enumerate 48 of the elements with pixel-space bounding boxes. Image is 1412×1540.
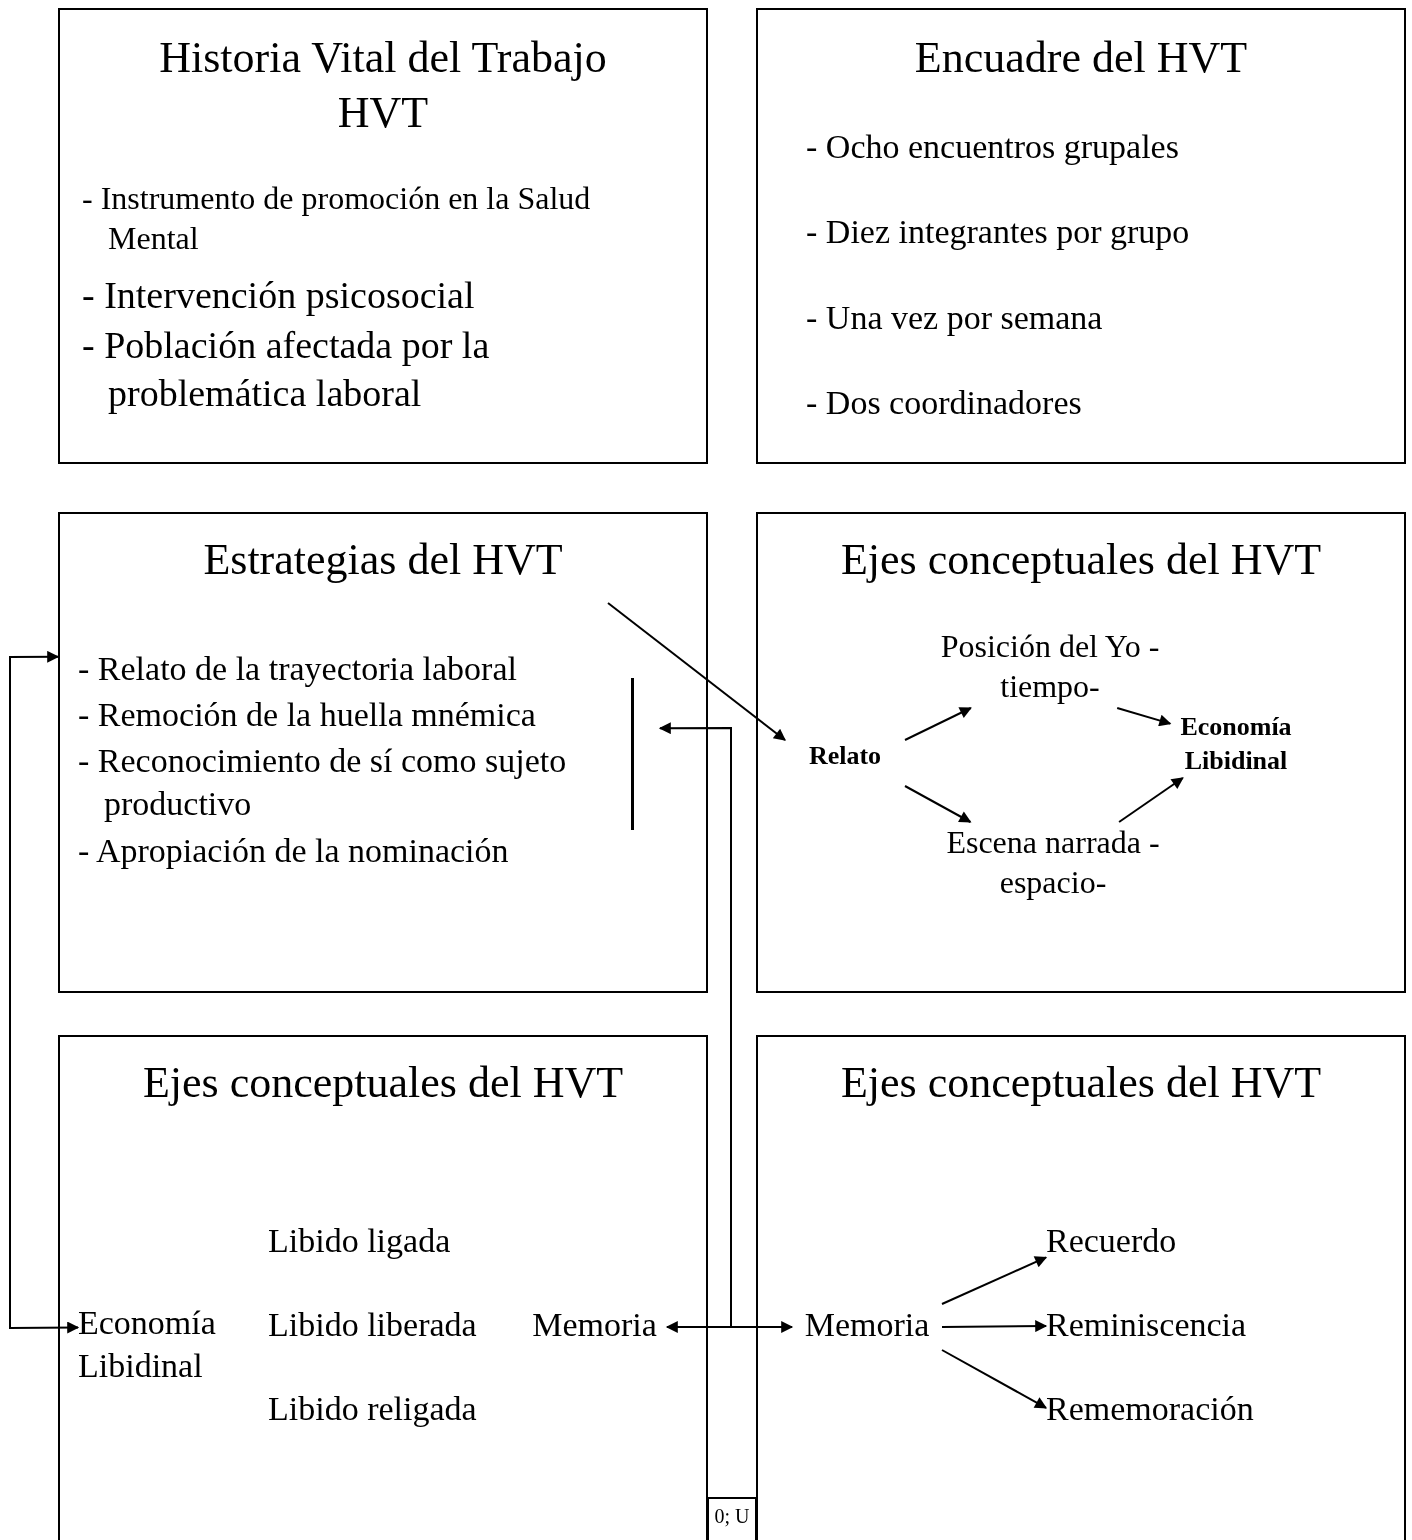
- arrow: [904, 707, 972, 741]
- bullet-item: - Relato de la trayectoria laboral: [78, 649, 518, 689]
- bracket-line: [631, 678, 634, 830]
- concept-label: Libido religada: [268, 1389, 477, 1429]
- concept-label: Posición del Yo -tiempo-: [930, 626, 1170, 708]
- arrow: [658, 722, 732, 1328]
- bullet-item: - Ocho encuentros grupales: [806, 127, 1180, 167]
- arrow: [941, 1320, 1048, 1333]
- bullet-item: - Remoción de la huella mnémica: [78, 695, 537, 735]
- concept-label: Memoria: [792, 1304, 942, 1350]
- bullet-item: - Reconocimiento de sí como sujeto productivo: [78, 741, 568, 824]
- slide-title: Ejes conceptuales del HVT: [839, 1057, 1323, 1109]
- bullet-item: - Diez integrantes por grupo: [806, 212, 1191, 252]
- slide-panel: [58, 8, 708, 464]
- concept-label: Libido liberada: [268, 1305, 477, 1345]
- bullet-item: - Dos coordinadores: [806, 383, 1083, 423]
- arrow: [9, 650, 80, 1334]
- concept-label: Reminiscencia: [1046, 1304, 1276, 1348]
- bullet-item: - Instrumento de promoción en la Salud Mental: [82, 179, 592, 258]
- concept-label: Memoria: [522, 1304, 667, 1350]
- concept-label: Escena narrada -espacio-: [935, 822, 1171, 910]
- bullet-item: - Población afectada por la problemática laboral: [82, 323, 491, 416]
- slide-title: Encuadre del HVT: [913, 32, 1249, 84]
- concept-label: Economía Libidinal: [78, 1302, 243, 1390]
- arrow: [1116, 707, 1172, 727]
- slide-panel: [756, 512, 1406, 993]
- bullet-item: - Intervención psicosocial: [82, 273, 476, 318]
- arrow: [904, 785, 972, 823]
- concept-label: Libido ligada: [268, 1221, 451, 1261]
- concept-label: Recuerdo: [1046, 1220, 1196, 1264]
- slide-panel: [58, 512, 708, 993]
- bullet-item: - Apropiación de la nominación: [78, 831, 510, 871]
- slide-panel: [756, 1035, 1406, 1540]
- concept-label: Relato: [785, 740, 905, 786]
- bullet-item: - Una vez por semana: [806, 298, 1104, 338]
- slide-title: Ejes conceptuales del HVT: [141, 1057, 625, 1109]
- arrow: [607, 602, 786, 741]
- slide-panel: [756, 8, 1406, 464]
- concept-label: Economía Libidinal: [1166, 710, 1306, 778]
- arrow: [941, 1349, 1048, 1409]
- concept-label: Rememoración: [1046, 1388, 1276, 1432]
- arrow: [941, 1256, 1048, 1305]
- text-fragment: 0; U: [707, 1497, 757, 1540]
- slide-title: Estrategias del HVT: [202, 534, 564, 586]
- arrow: [1118, 777, 1184, 823]
- slide-panel: [58, 1035, 708, 1540]
- slide-title: Ejes conceptuales del HVT: [839, 534, 1323, 586]
- slide-title: Historia Vital del Trabajo HVT: [158, 32, 608, 139]
